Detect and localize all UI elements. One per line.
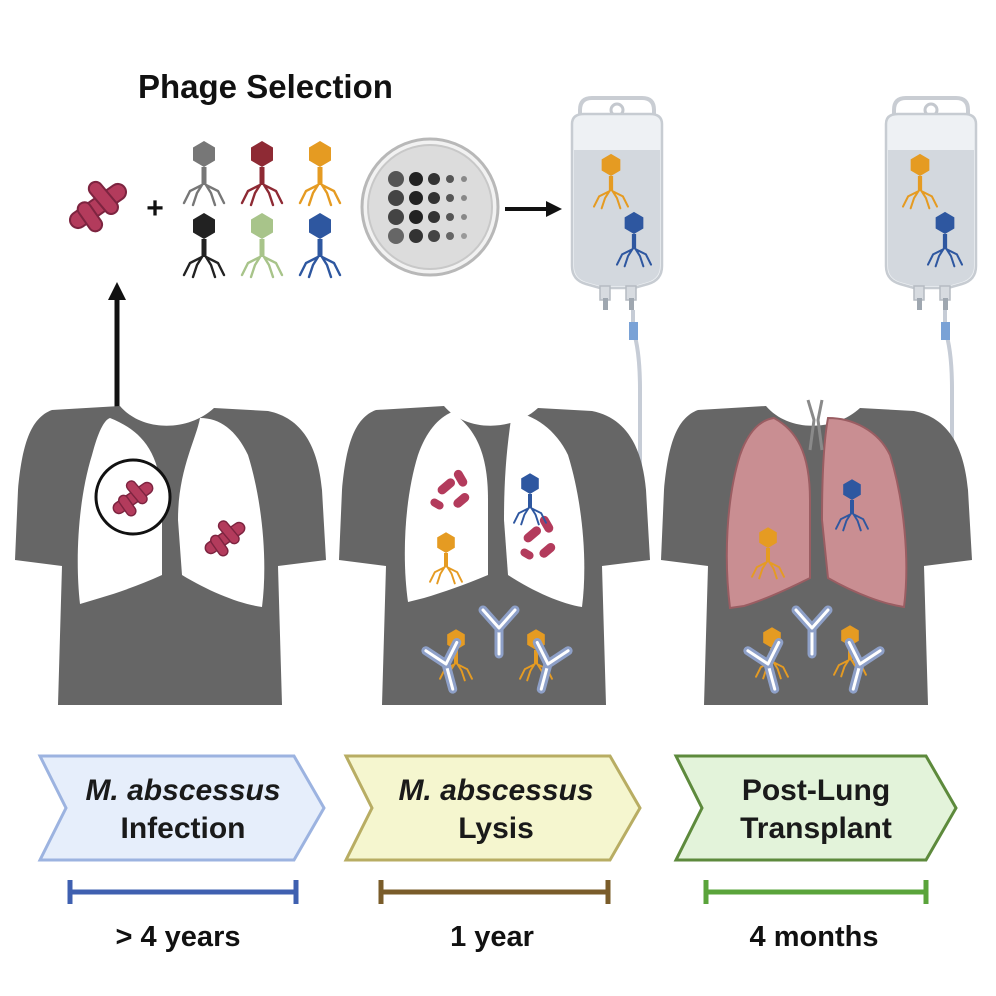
stage-transplant-line2: Transplant (740, 812, 892, 845)
torso-icon (15, 406, 326, 705)
diagram-title: Phage Selection (138, 68, 393, 105)
phage-icon (182, 139, 226, 207)
bacterium-icon (65, 178, 131, 235)
duration-bar-1 (67, 880, 299, 904)
phage-panel (182, 139, 342, 279)
iv-connector (941, 322, 950, 340)
stage-transplant: Post-Lung Transplant (673, 754, 958, 862)
iv-bag-icon (884, 96, 978, 312)
duration-bar-3 (703, 880, 929, 904)
stage-infection-line2: Infection (121, 812, 246, 845)
torso-icon (339, 406, 650, 705)
iv-bag-icon (570, 96, 664, 312)
stage-lysis: M. abscessus Lysis (343, 754, 642, 862)
duration-label-3: 4 months (750, 921, 879, 953)
arrow-icon (505, 201, 562, 217)
duration-bar-2 (378, 880, 611, 904)
lung-icon (404, 412, 488, 602)
lung-icon (504, 412, 585, 607)
stage-lysis-line1: M. abscessus (398, 774, 593, 807)
phage-icon (182, 211, 226, 279)
stage-infection: M. abscessus Infection (37, 754, 326, 862)
duration-label-1: > 4 years (116, 921, 241, 953)
duration-label-2: 1 year (450, 921, 534, 953)
iv-connector (629, 322, 638, 340)
lung-icon (178, 418, 265, 607)
stage-transplant-line1: Post-Lung (742, 774, 890, 807)
phage-icon (298, 139, 342, 207)
bacterium-fragments (430, 469, 556, 560)
phage-icon (240, 139, 284, 207)
transplant-lung-icon (725, 416, 811, 610)
petri-dish-icon (360, 137, 500, 277)
torso-post-transplant (661, 399, 972, 705)
torso-icon (661, 406, 972, 705)
trachea (806, 399, 824, 451)
transplant-lung-icon (820, 416, 908, 609)
stage-infection-line1: M. abscessus (85, 774, 280, 807)
torso-lysis (339, 406, 650, 705)
plus-sign: + (146, 192, 164, 225)
phage-icon (240, 211, 284, 279)
phage-icon (298, 211, 342, 279)
torso-infection (15, 406, 326, 705)
stage-lysis-line2: Lysis (458, 812, 534, 845)
